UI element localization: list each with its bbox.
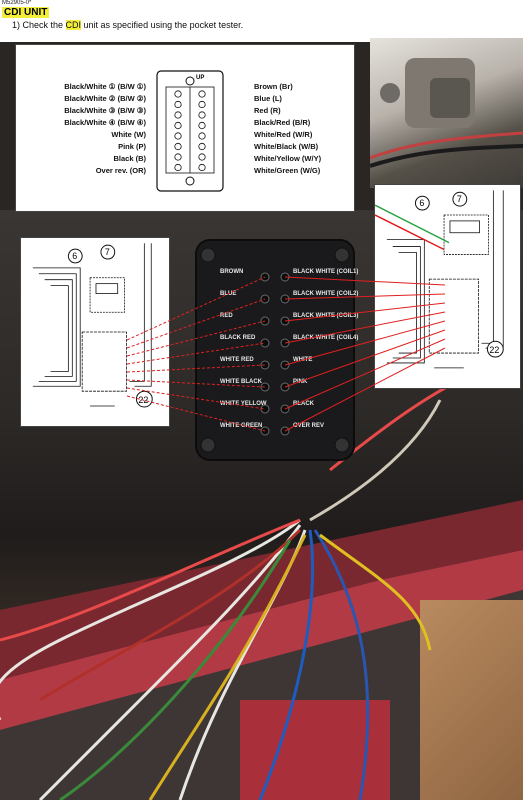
leader-line [126, 387, 266, 410]
cdi-left-wire-label: BROWN [220, 269, 243, 275]
leader-line [284, 329, 446, 388]
right-terminal-label: Black/Red (B/R) [254, 118, 311, 127]
leader-line [126, 342, 266, 365]
leader-line [284, 311, 446, 344]
instruction-step: 1) Check the CDI unit as specified using… [12, 20, 243, 30]
terminal-pin [198, 132, 206, 140]
right-wiring-schematic: 6 7 22 [374, 184, 521, 389]
cdi-pin [260, 338, 270, 348]
left-terminal-label: Pink (P) [118, 142, 146, 151]
leader-line [126, 364, 266, 373]
terminal-pin [198, 153, 206, 161]
cdi-terminal-diagram: Black/White ① (B/W ①) Black/White ② (B/W… [15, 44, 355, 212]
left-terminal-label: White (W) [111, 130, 146, 139]
leader-line [284, 320, 446, 366]
terminal-pin [174, 121, 182, 130]
leader-line [126, 320, 266, 357]
callout-6: 6 [72, 251, 77, 261]
right-terminal-label: Brown (Br) [254, 82, 293, 91]
terminal-pin [174, 163, 182, 172]
cdi-right-wire-label: BLACK WHITE (COIL1) [293, 269, 358, 275]
left-terminal-label: Black/White ① (B/W ①) [64, 82, 146, 91]
leader-line [284, 302, 446, 322]
terminal-pin [198, 142, 206, 151]
leader-line [126, 298, 266, 349]
right-terminal-label: White/Yellow (W/Y) [254, 154, 322, 163]
leader-line [126, 395, 266, 432]
section-title: CDI UNIT [2, 7, 50, 18]
terminal-block: UP [156, 70, 224, 192]
left-terminal-label: Black/White ③ (B/W ③) [64, 106, 146, 115]
terminal-pin [198, 100, 206, 109]
terminal-pin [174, 100, 182, 109]
cdi-pin [260, 404, 270, 414]
leader-line [126, 276, 266, 341]
cdi-pin [260, 360, 270, 370]
floor-surface [420, 600, 523, 800]
left-terminal-label: Over rev. (OR) [95, 166, 146, 175]
left-terminal-label: Black (B) [113, 154, 146, 163]
terminal-pin [174, 153, 182, 161]
engine-cowling [0, 500, 523, 800]
left-terminal-label: Black/White ④ (B/W ④) [64, 118, 146, 127]
cdi-left-wire-label: RED [220, 313, 233, 319]
leader-line [284, 276, 446, 286]
cdi-right-wire-label: OVER REV [293, 423, 324, 429]
terminal-pin [174, 142, 182, 151]
manual-header: M52905-0* CDI UNIT 1) Check the CDI unit… [0, 0, 523, 42]
left-terminal-label: Black/White ② (B/W ②) [64, 94, 146, 103]
cdi-pin [260, 382, 270, 392]
up-mark: UP [196, 75, 204, 81]
right-terminal-label: Blue (L) [254, 94, 282, 103]
step-text-highlight: CDI [65, 20, 82, 30]
leader-line [126, 379, 266, 388]
terminal-pin [174, 132, 182, 140]
step-text-suffix: unit as specified using the pocket teste… [81, 20, 244, 30]
right-terminal-label: Red (R) [254, 106, 281, 115]
cdi-right-wire-label: BLACK WHITE (COIL4) [293, 335, 358, 341]
leader-line [284, 347, 446, 432]
reference-code: M52905-0* [2, 0, 32, 6]
cdi-right-wire-label: BLACK [293, 401, 315, 407]
cdi-left-wire-label: WHITE BLACK [220, 379, 263, 385]
cdi-left-wire-label: WHITE YELLOW [220, 401, 267, 407]
step-text-prefix: 1) Check the [12, 20, 66, 30]
left-wiring-schematic: 6 7 22 [20, 237, 170, 427]
leader-line [284, 338, 446, 410]
callout-7: 7 [457, 194, 462, 204]
right-terminal-label: White/Green (W/G) [254, 166, 321, 175]
callout-22: 22 [489, 345, 499, 355]
terminal-pin [198, 90, 206, 98]
engine-detail-photo [370, 38, 523, 188]
callout-6: 6 [419, 198, 424, 208]
terminal-pin [174, 90, 182, 98]
cdi-left-wire-label: WHITE GREEN [220, 423, 262, 429]
terminal-pin [198, 121, 206, 130]
right-terminal-label: White/Red (W/R) [254, 130, 313, 139]
terminal-pin [198, 111, 206, 119]
right-terminal-label: White/Black (W/B) [254, 142, 319, 151]
leader-line [284, 293, 446, 300]
terminal-pin [198, 163, 206, 172]
cdi-right-wire-label: BLACK WHITE (COIL2) [293, 291, 358, 297]
terminal-pin [174, 111, 182, 119]
cdi-left-wire-label: BLACK RED [220, 335, 256, 341]
cdi-left-wire-label: WHITE RED [220, 357, 254, 363]
callout-7: 7 [105, 247, 110, 257]
